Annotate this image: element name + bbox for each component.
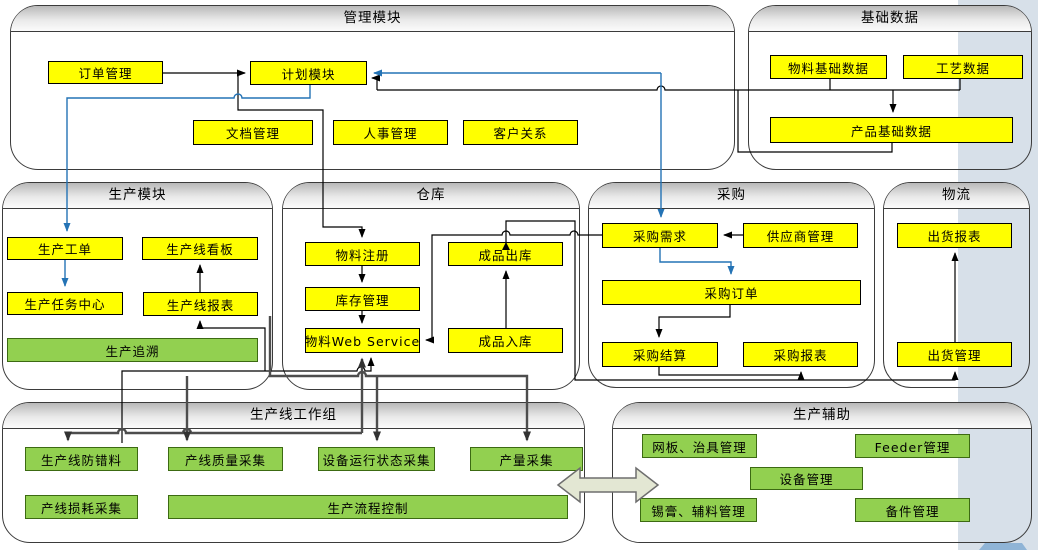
panel-title-line-workgroup: 生产线工作组 — [3, 403, 584, 429]
node-line-loss-collection: 产线损耗采集 — [25, 495, 138, 519]
node-production-traceability: 生产追溯 — [7, 338, 258, 362]
node-document-management: 文档管理 — [193, 120, 313, 145]
node-purchase-demand: 采购需求 — [602, 223, 718, 248]
panel-logistics: 物流 — [883, 182, 1030, 388]
node-output-collection: 产量采集 — [470, 447, 583, 471]
node-finished-goods-inbound: 成品入库 — [448, 328, 563, 353]
node-hr-management: 人事管理 — [333, 120, 448, 145]
node-supplier-management: 供应商管理 — [743, 223, 858, 248]
node-line-quality-collection: 产线质量采集 — [168, 447, 283, 471]
node-equipment-management: 设备管理 — [750, 467, 863, 490]
node-order-management: 订单管理 — [48, 61, 163, 84]
node-production-process-control: 生产流程控制 — [168, 495, 568, 519]
panel-title-purchasing: 采购 — [589, 183, 874, 209]
node-customer-relations: 客户关系 — [463, 120, 578, 145]
panel-warehouse: 仓库 — [282, 182, 580, 390]
node-purchase-order: 采购订单 — [602, 280, 861, 305]
background-band — [958, 0, 1038, 550]
panel-line-workgroup: 生产线工作组 — [2, 402, 585, 543]
node-production-work-order: 生产工单 — [7, 237, 123, 260]
panel-title-management: 管理模块 — [11, 6, 734, 32]
node-production-line-kanban: 生产线看板 — [142, 237, 258, 260]
node-equipment-status-collection: 设备运行状态采集 — [318, 447, 435, 471]
node-product-base-data: 产品基础数据 — [770, 117, 1013, 143]
node-spare-parts-management: 备件管理 — [855, 498, 970, 522]
node-production-task-center: 生产任务中心 — [7, 292, 123, 315]
node-process-data: 工艺数据 — [903, 55, 1023, 79]
node-material-web-service: 物料Web Service — [305, 328, 420, 353]
node-stencil-fixture-management: 网板、治具管理 — [642, 434, 757, 458]
node-feeder-management: Feeder管理 — [855, 434, 970, 458]
panel-production-support: 生产辅助 — [612, 402, 1032, 543]
panel-management: 管理模块 — [10, 5, 735, 170]
node-material-registration: 物料注册 — [305, 242, 420, 266]
node-production-line-report: 生产线报表 — [143, 292, 258, 316]
panel-title-warehouse: 仓库 — [283, 183, 579, 209]
node-material-base-data: 物料基础数据 — [770, 55, 887, 79]
node-purchase-report: 采购报表 — [743, 342, 858, 367]
panel-base-data: 基础数据 — [748, 5, 1032, 170]
node-purchase-settlement: 采购结算 — [602, 342, 718, 367]
panel-title-logistics: 物流 — [884, 183, 1029, 209]
node-plan-module: 计划模块 — [250, 61, 367, 85]
panel-title-production: 生产模块 — [3, 183, 272, 209]
panel-title-base-data: 基础数据 — [749, 6, 1031, 32]
node-line-error-proofing: 生产线防错料 — [25, 447, 138, 471]
corner-decor-shape — [979, 543, 1027, 550]
node-shipping-report: 出货报表 — [897, 223, 1012, 248]
panel-purchasing: 采购 — [588, 182, 875, 388]
node-solder-paste-material-management: 锡膏、辅料管理 — [640, 498, 757, 522]
node-shipping-management: 出货管理 — [897, 342, 1012, 367]
panel-title-production-support: 生产辅助 — [613, 403, 1031, 429]
node-finished-goods-outbound: 成品出库 — [448, 242, 563, 266]
node-inventory-management: 库存管理 — [305, 287, 420, 311]
